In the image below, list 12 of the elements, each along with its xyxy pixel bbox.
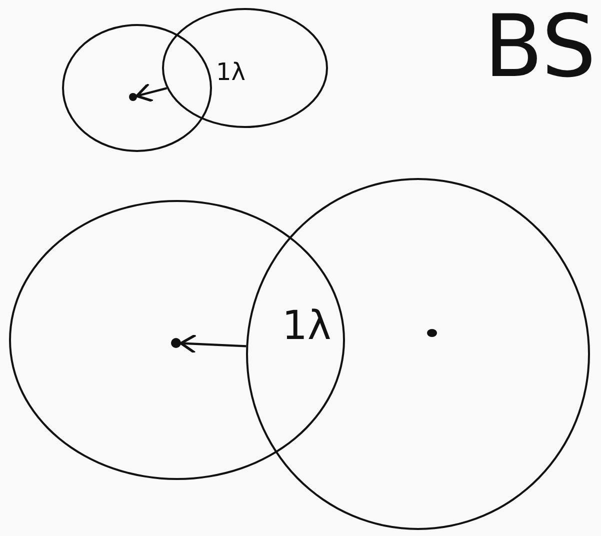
length-label: 1λ: [282, 306, 332, 346]
circle-outline: [62, 24, 212, 152]
title-text: BS: [484, 4, 596, 90]
circle-outline: [162, 8, 328, 128]
circle-outline: [9, 200, 345, 480]
circle-outline: [246, 178, 590, 530]
center-dot: [427, 329, 437, 337]
arrow: [180, 334, 246, 354]
length-label: 1λ: [216, 60, 246, 84]
center-dot: [129, 93, 137, 101]
center-dot: [171, 338, 181, 348]
arrow: [136, 82, 168, 102]
